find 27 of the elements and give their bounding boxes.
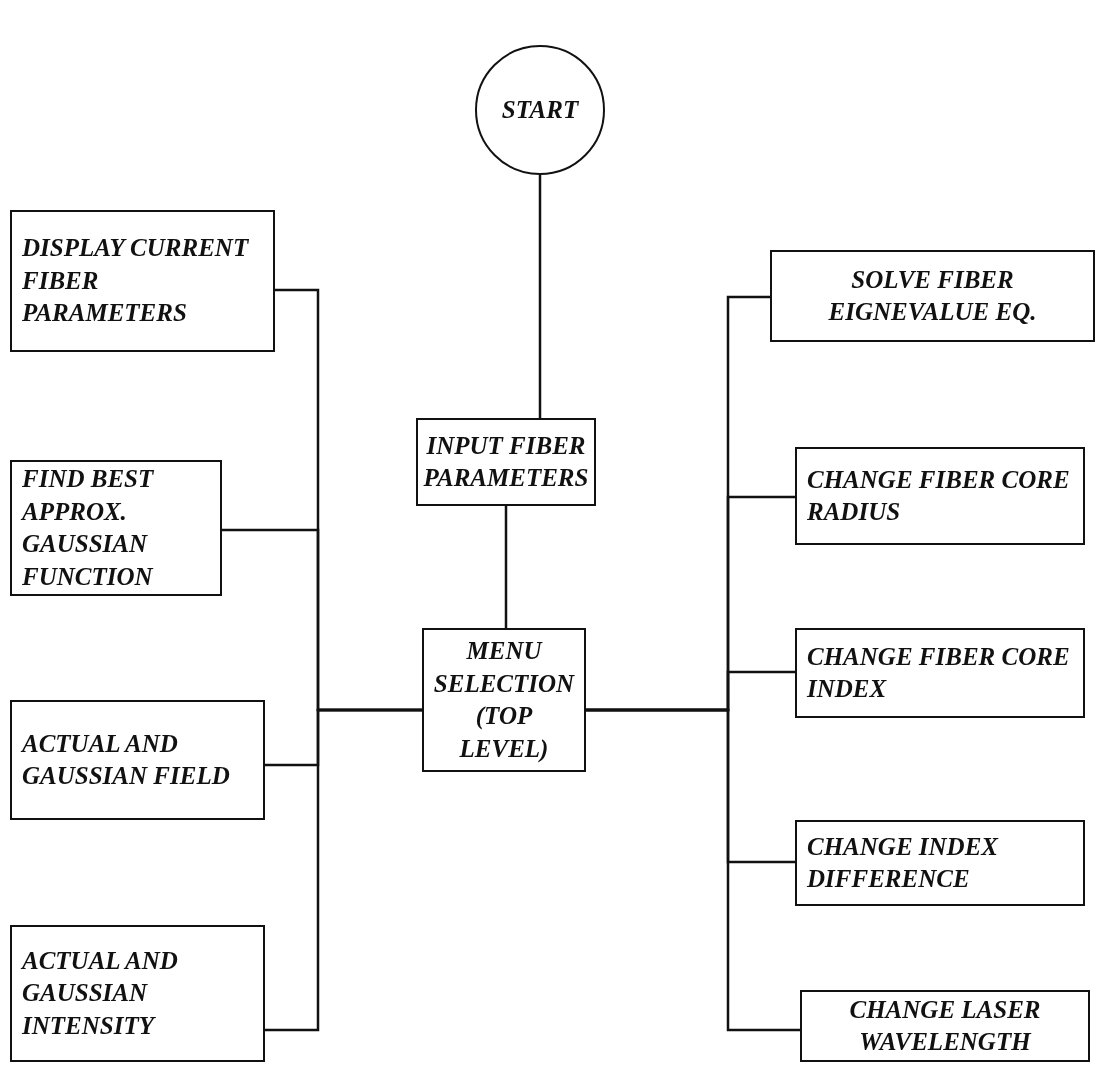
box-label: ACTUAL AND GAUSSIAN FIELD (22, 728, 231, 791)
process-box (795, 820, 1085, 906)
box-label: START (501, 94, 579, 125)
connector-line (265, 708, 422, 1032)
process-box (10, 460, 222, 596)
process-box (422, 628, 586, 772)
process-box (795, 447, 1085, 545)
process-box (10, 925, 265, 1062)
connector-line (504, 506, 508, 628)
box-label: DISPLAY CURRENT FIBER PARAMETERS (22, 233, 250, 329)
process-box (10, 700, 265, 820)
box-label: SOLVE FIBER EIGNEVALUE EQ. (827, 264, 1038, 327)
box-label: CHANGE FIBER CORE RADIUS (807, 464, 1071, 527)
box-label: ACTUAL AND GAUSSIAN INTENSITY (22, 945, 179, 1041)
process-box (800, 990, 1090, 1062)
box-label: FIND BEST APPROX. GAUSSIAN FUNCTION (22, 464, 155, 592)
box-label: CHANGE FIBER CORE INDEX (807, 641, 1071, 704)
box-label: MENU SELECTION (TOP LEVEL) (433, 636, 575, 765)
process-box (770, 250, 1095, 342)
box-label: INPUT FIBER PARAMETERS (423, 430, 589, 493)
box-label: CHANGE INDEX DIFFERENCE (807, 831, 1000, 894)
process-box (10, 210, 275, 352)
connector-line (538, 175, 542, 418)
process-box (795, 628, 1085, 718)
process-box (416, 418, 596, 506)
box-label: CHANGE LASER WAVELENGTH (848, 994, 1042, 1057)
connector-line (586, 708, 800, 1032)
